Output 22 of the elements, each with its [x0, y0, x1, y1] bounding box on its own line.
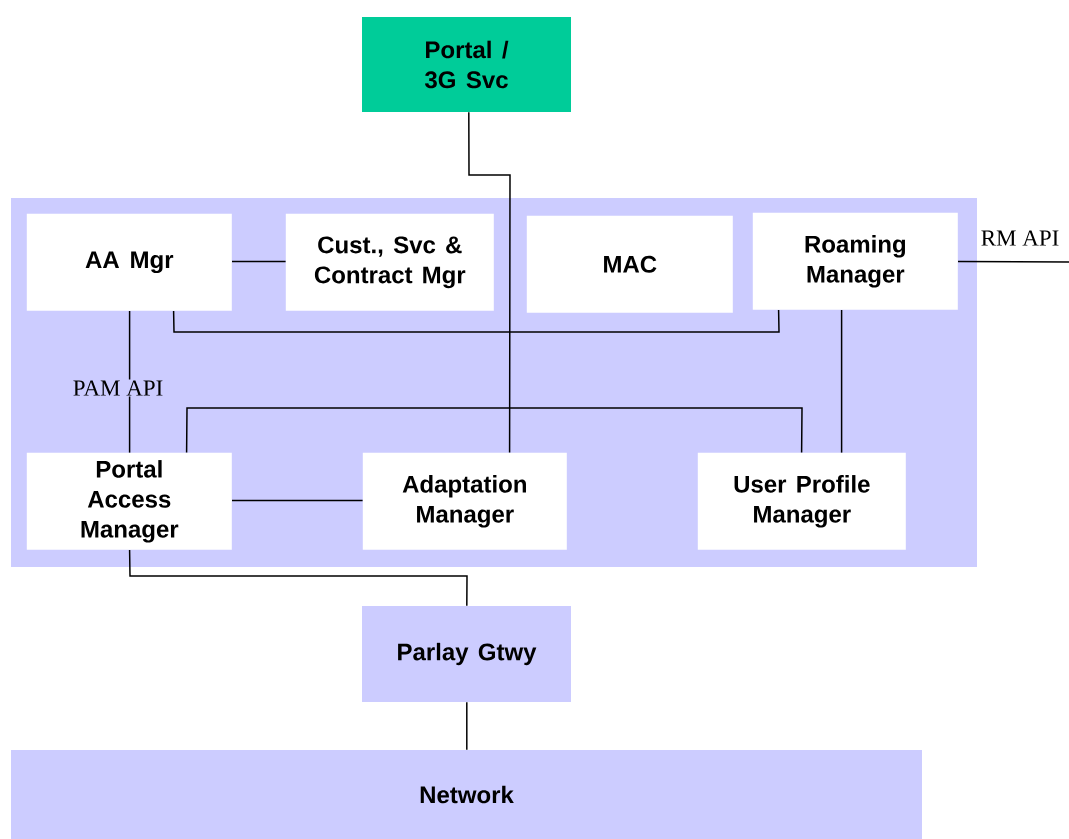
edge-label: RM API: [979, 229, 1061, 247]
component-box: User Profile Manager: [697, 452, 906, 550]
connector-line: [128, 549, 468, 607]
connector-line: [231, 499, 364, 502]
component-box: Cust., Svc & Contract Mgr: [285, 213, 494, 311]
system-box: Portal / 3G Svc: [362, 17, 571, 112]
connector-line: [466, 701, 468, 751]
component-box: Adaptation Manager: [362, 452, 567, 550]
connector-line: [172, 309, 780, 333]
system-box: Parlay Gtwy: [362, 606, 571, 702]
connector-line: [185, 407, 803, 454]
component-box: Roaming Manager: [752, 212, 958, 310]
connector-line: [957, 260, 1069, 263]
connector-line: [231, 260, 287, 263]
connector-line: [128, 310, 131, 454]
component-box: Portal Access Manager: [26, 452, 232, 550]
component-box: AA Mgr: [26, 213, 232, 311]
connector-line: [840, 309, 843, 454]
connector-line: [468, 111, 511, 454]
system-box: Network: [11, 750, 922, 839]
edge-label: PAM API: [71, 379, 165, 397]
component-box: MAC: [526, 215, 733, 313]
